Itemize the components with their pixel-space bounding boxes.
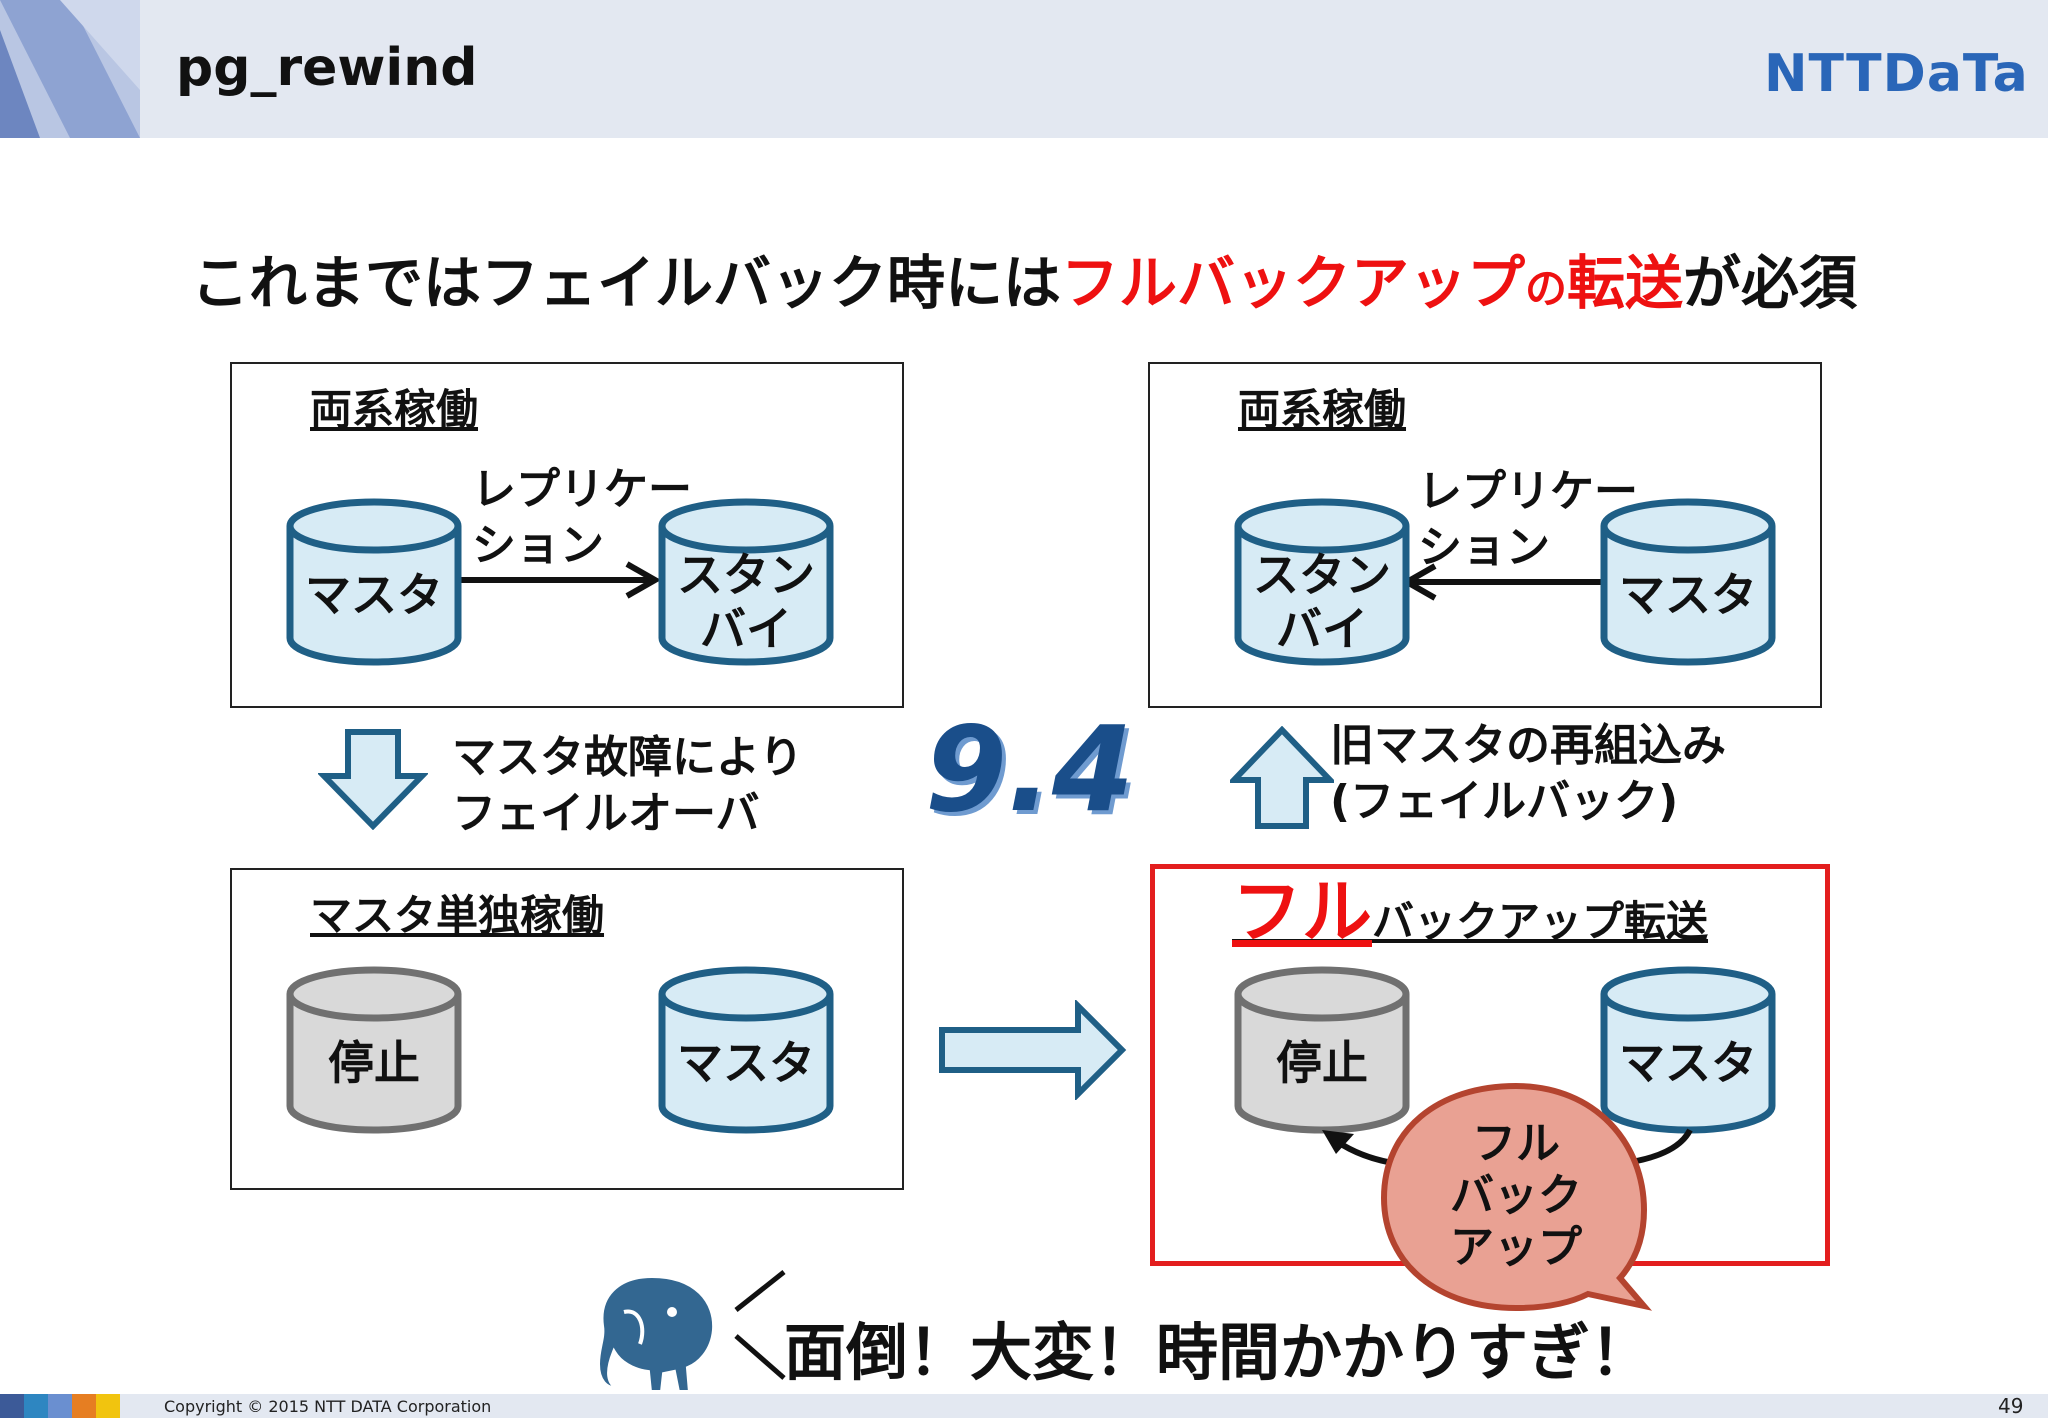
corner-decoration	[0, 0, 140, 138]
database-master: マスタ	[658, 966, 834, 1134]
panel-title: マスタ単独稼働	[310, 891, 605, 940]
failback-arrow-up	[1230, 726, 1334, 829]
database-standby: スタン バイ	[1234, 498, 1410, 666]
database-stopped: 停止	[286, 966, 462, 1134]
database-master: マスタ	[286, 498, 462, 666]
database-master: マスタ	[1600, 966, 1776, 1134]
exclamation-lines	[734, 1270, 786, 1380]
replication-label: レプリケー ション	[472, 464, 692, 571]
complaint-message: 面倒！大変！時間かかりすぎ！	[784, 1316, 1653, 1389]
footer-color-strip	[0, 1394, 120, 1418]
replication-arrow-left	[1402, 563, 1612, 601]
brand-logo: NTTDaTa	[1764, 44, 2029, 104]
panel-title: フルバックアップ転送	[1232, 871, 1709, 953]
replication-arrow-right	[455, 561, 662, 599]
transition-arrow-right	[939, 1000, 1127, 1100]
database-stopped: 停止	[1234, 966, 1410, 1134]
headline: これまではフェイルバック時にはフルバックアップの転送が必須	[190, 249, 1858, 317]
version-badge: 9.4	[925, 700, 1135, 838]
footer-bar	[0, 1394, 2048, 1418]
postgresql-elephant-icon	[595, 1273, 717, 1394]
database-standby: スタン バイ	[658, 498, 834, 666]
bubble-text: フル バック アップ	[1450, 1118, 1582, 1273]
full-backup-bubble	[1380, 1082, 1653, 1312]
failback-label: 旧マスタの再組込み (フェイルバック)	[1330, 720, 1726, 827]
database-master: マスタ	[1600, 498, 1776, 666]
header-bar	[0, 0, 2048, 138]
failover-label: マスタ故障により フェイルオーバ	[452, 732, 804, 839]
slide-title: pg_rewind	[176, 38, 478, 98]
page-number: 49	[1998, 1394, 2024, 1418]
panel-title: 両系稼働	[1238, 385, 1407, 434]
copyright: Copyright © 2015 NTT DATA Corporation	[164, 1397, 492, 1416]
failover-arrow-down	[318, 729, 428, 830]
replication-label: レプリケー ション	[1418, 466, 1638, 573]
panel-title: 両系稼働	[310, 385, 479, 434]
